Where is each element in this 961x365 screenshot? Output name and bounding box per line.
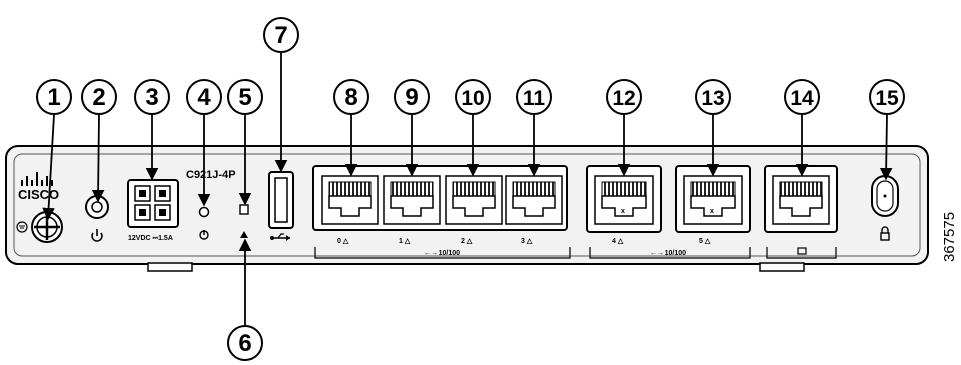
cisco-logo-text: CISCO <box>18 187 59 202</box>
kensington-lock-icon <box>880 226 890 241</box>
callout-9-label: 9 <box>405 84 418 111</box>
usb-icon <box>270 233 290 241</box>
power-rating-label: 12VDC ⎓1.5A <box>128 235 173 242</box>
callout-3-label: 3 <box>145 84 158 111</box>
port-label-1: 1 △ <box>399 238 411 245</box>
callout-7: 7 <box>263 17 299 53</box>
callout-4: 4 <box>186 79 222 115</box>
figure-id: 367575 <box>941 212 958 262</box>
system-icon <box>199 230 209 240</box>
port-label-5: 5 △ <box>699 238 711 245</box>
callout-7-label: 7 <box>274 22 287 49</box>
callout-13-label: 13 <box>701 87 724 110</box>
svg-text:x: x <box>621 208 625 215</box>
left-foot <box>147 262 193 272</box>
callout-1-label: 1 <box>47 84 60 111</box>
usb-port <box>268 171 294 229</box>
callout-15-label: 15 <box>875 87 899 110</box>
callout-8-label: 8 <box>344 84 357 111</box>
callout-14: 14 <box>784 79 820 115</box>
switch-group-bracket <box>314 247 571 259</box>
callout-10-label: 10 <box>461 87 484 110</box>
right-foot <box>759 262 805 272</box>
port-label-3: 3 △ <box>521 238 533 245</box>
console-led <box>239 204 249 215</box>
callout-12-label: 12 <box>612 87 635 110</box>
console-icon <box>797 247 807 255</box>
callout-1: 1 <box>36 79 72 115</box>
switch-group-label: ←→ 10/100 <box>424 250 460 257</box>
callout-8: 8 <box>333 79 369 115</box>
callout-10: 10 <box>455 79 491 115</box>
callout-6-label: 6 <box>238 330 251 357</box>
leader-lines <box>42 53 893 325</box>
callout-9: 9 <box>394 79 430 115</box>
console-port <box>764 165 838 233</box>
callout-2-label: 2 <box>92 84 105 111</box>
svg-text:x: x <box>710 208 714 215</box>
reset-pinhole <box>198 206 210 218</box>
callout-5: 5 <box>227 79 263 115</box>
rj45-port-2 <box>445 175 503 225</box>
lan-switch-ports <box>312 165 568 231</box>
callout-13: 13 <box>695 79 731 115</box>
callout-2: 2 <box>81 79 117 115</box>
port-label-0: 0 △ <box>337 238 349 245</box>
power-icon <box>91 229 103 242</box>
port-label-2: 2 △ <box>461 238 473 245</box>
callout-12: 12 <box>606 79 642 115</box>
callout-6: 6 <box>227 325 263 361</box>
wan-group-label: ←→ 10/100 <box>650 250 686 257</box>
callout-11: 11 <box>516 79 552 115</box>
wan-port-5: x <box>675 165 751 233</box>
dc-power-connector <box>127 179 179 228</box>
wan-port-4: x <box>586 165 662 233</box>
wan-group-bracket <box>589 247 751 259</box>
rj45-port-0 <box>321 175 379 225</box>
callout-11-label: 11 <box>523 87 546 110</box>
callout-3: 3 <box>134 79 170 115</box>
ground-icon <box>16 221 28 233</box>
callout-15: 15 <box>869 79 905 115</box>
ground-screw <box>31 211 63 243</box>
callout-5-label: 5 <box>238 84 251 111</box>
port-label-4: 4 △ <box>612 238 624 245</box>
callout-14-label: 14 <box>790 87 814 110</box>
rj45-port-3 <box>505 175 563 225</box>
alert-led-icon <box>240 231 248 238</box>
rj45-port-1 <box>383 175 441 225</box>
power-button <box>85 195 109 219</box>
console-bracket <box>766 247 837 259</box>
model-label: C921J-4P <box>186 169 236 181</box>
callout-4-label: 4 <box>197 84 211 111</box>
kensington-lock-slot <box>871 175 899 217</box>
